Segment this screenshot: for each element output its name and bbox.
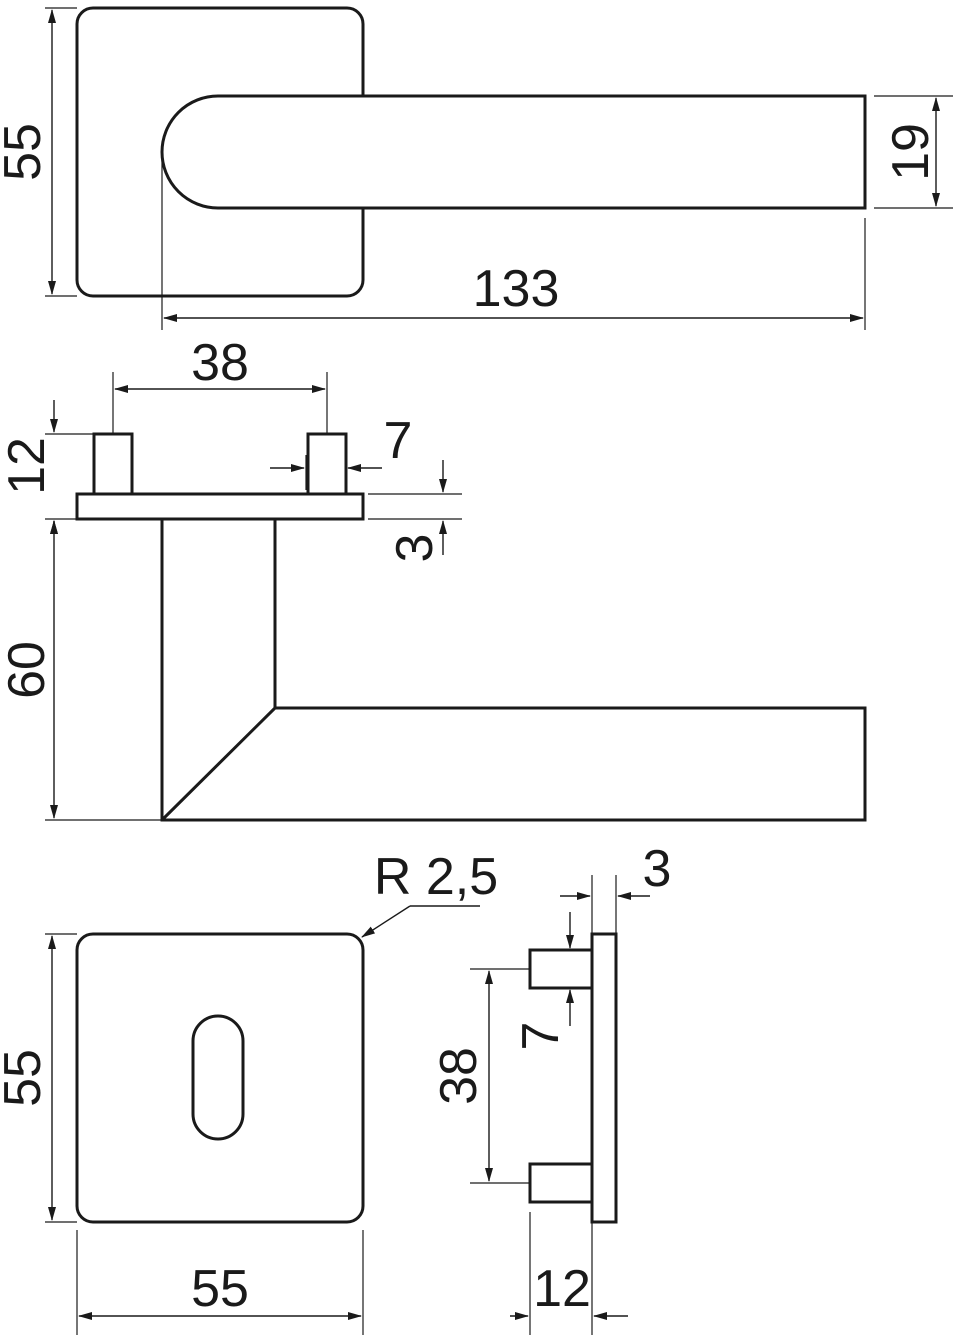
- escutcheon-front-view: R 2,5 55 55: [0, 848, 498, 1335]
- lever-side-outline: [160, 519, 867, 822]
- label-escutcheon-height: 55: [0, 1049, 52, 1107]
- top-view: 55 19 133: [0, 6, 953, 330]
- label-plate-thickness: 3: [386, 534, 444, 563]
- pin-left: [92, 432, 134, 496]
- escutcheon-side-plate: [590, 932, 618, 1224]
- escutcheon-pin-top: [528, 948, 594, 990]
- label-rose-height: 55: [0, 123, 52, 181]
- escutcheon-plate: [75, 932, 365, 1224]
- side-view: 38 12 7 3 60: [0, 334, 867, 822]
- radius-leader: [361, 905, 411, 938]
- label-escutcheon-pin-width: 7: [512, 1022, 570, 1051]
- label-escutcheon-pin-length: 12: [533, 1260, 591, 1318]
- pin-right: [306, 432, 348, 496]
- label-lever-width: 19: [882, 123, 940, 181]
- label-escutcheon-thickness: 3: [643, 840, 672, 898]
- label-pin-spacing: 38: [191, 334, 249, 392]
- label-pin-width: 7: [384, 412, 413, 470]
- escutcheon-pin-bottom: [528, 1162, 594, 1204]
- rose-plate-side: [75, 492, 365, 521]
- label-lever-drop: 60: [0, 641, 56, 699]
- keyhole-slot: [191, 1014, 245, 1141]
- lever-bevel-line: [160, 706, 277, 822]
- label-escutcheon-width: 55: [191, 1260, 249, 1318]
- label-lever-length: 133: [473, 260, 560, 318]
- lever-top-outline: [160, 94, 867, 210]
- escutcheon-side-view: 3 7 38 12: [430, 840, 671, 1335]
- label-corner-radius: R 2,5: [374, 848, 498, 906]
- label-pin-height: 12: [0, 437, 56, 495]
- label-escutcheon-pin-spacing: 38: [430, 1047, 488, 1105]
